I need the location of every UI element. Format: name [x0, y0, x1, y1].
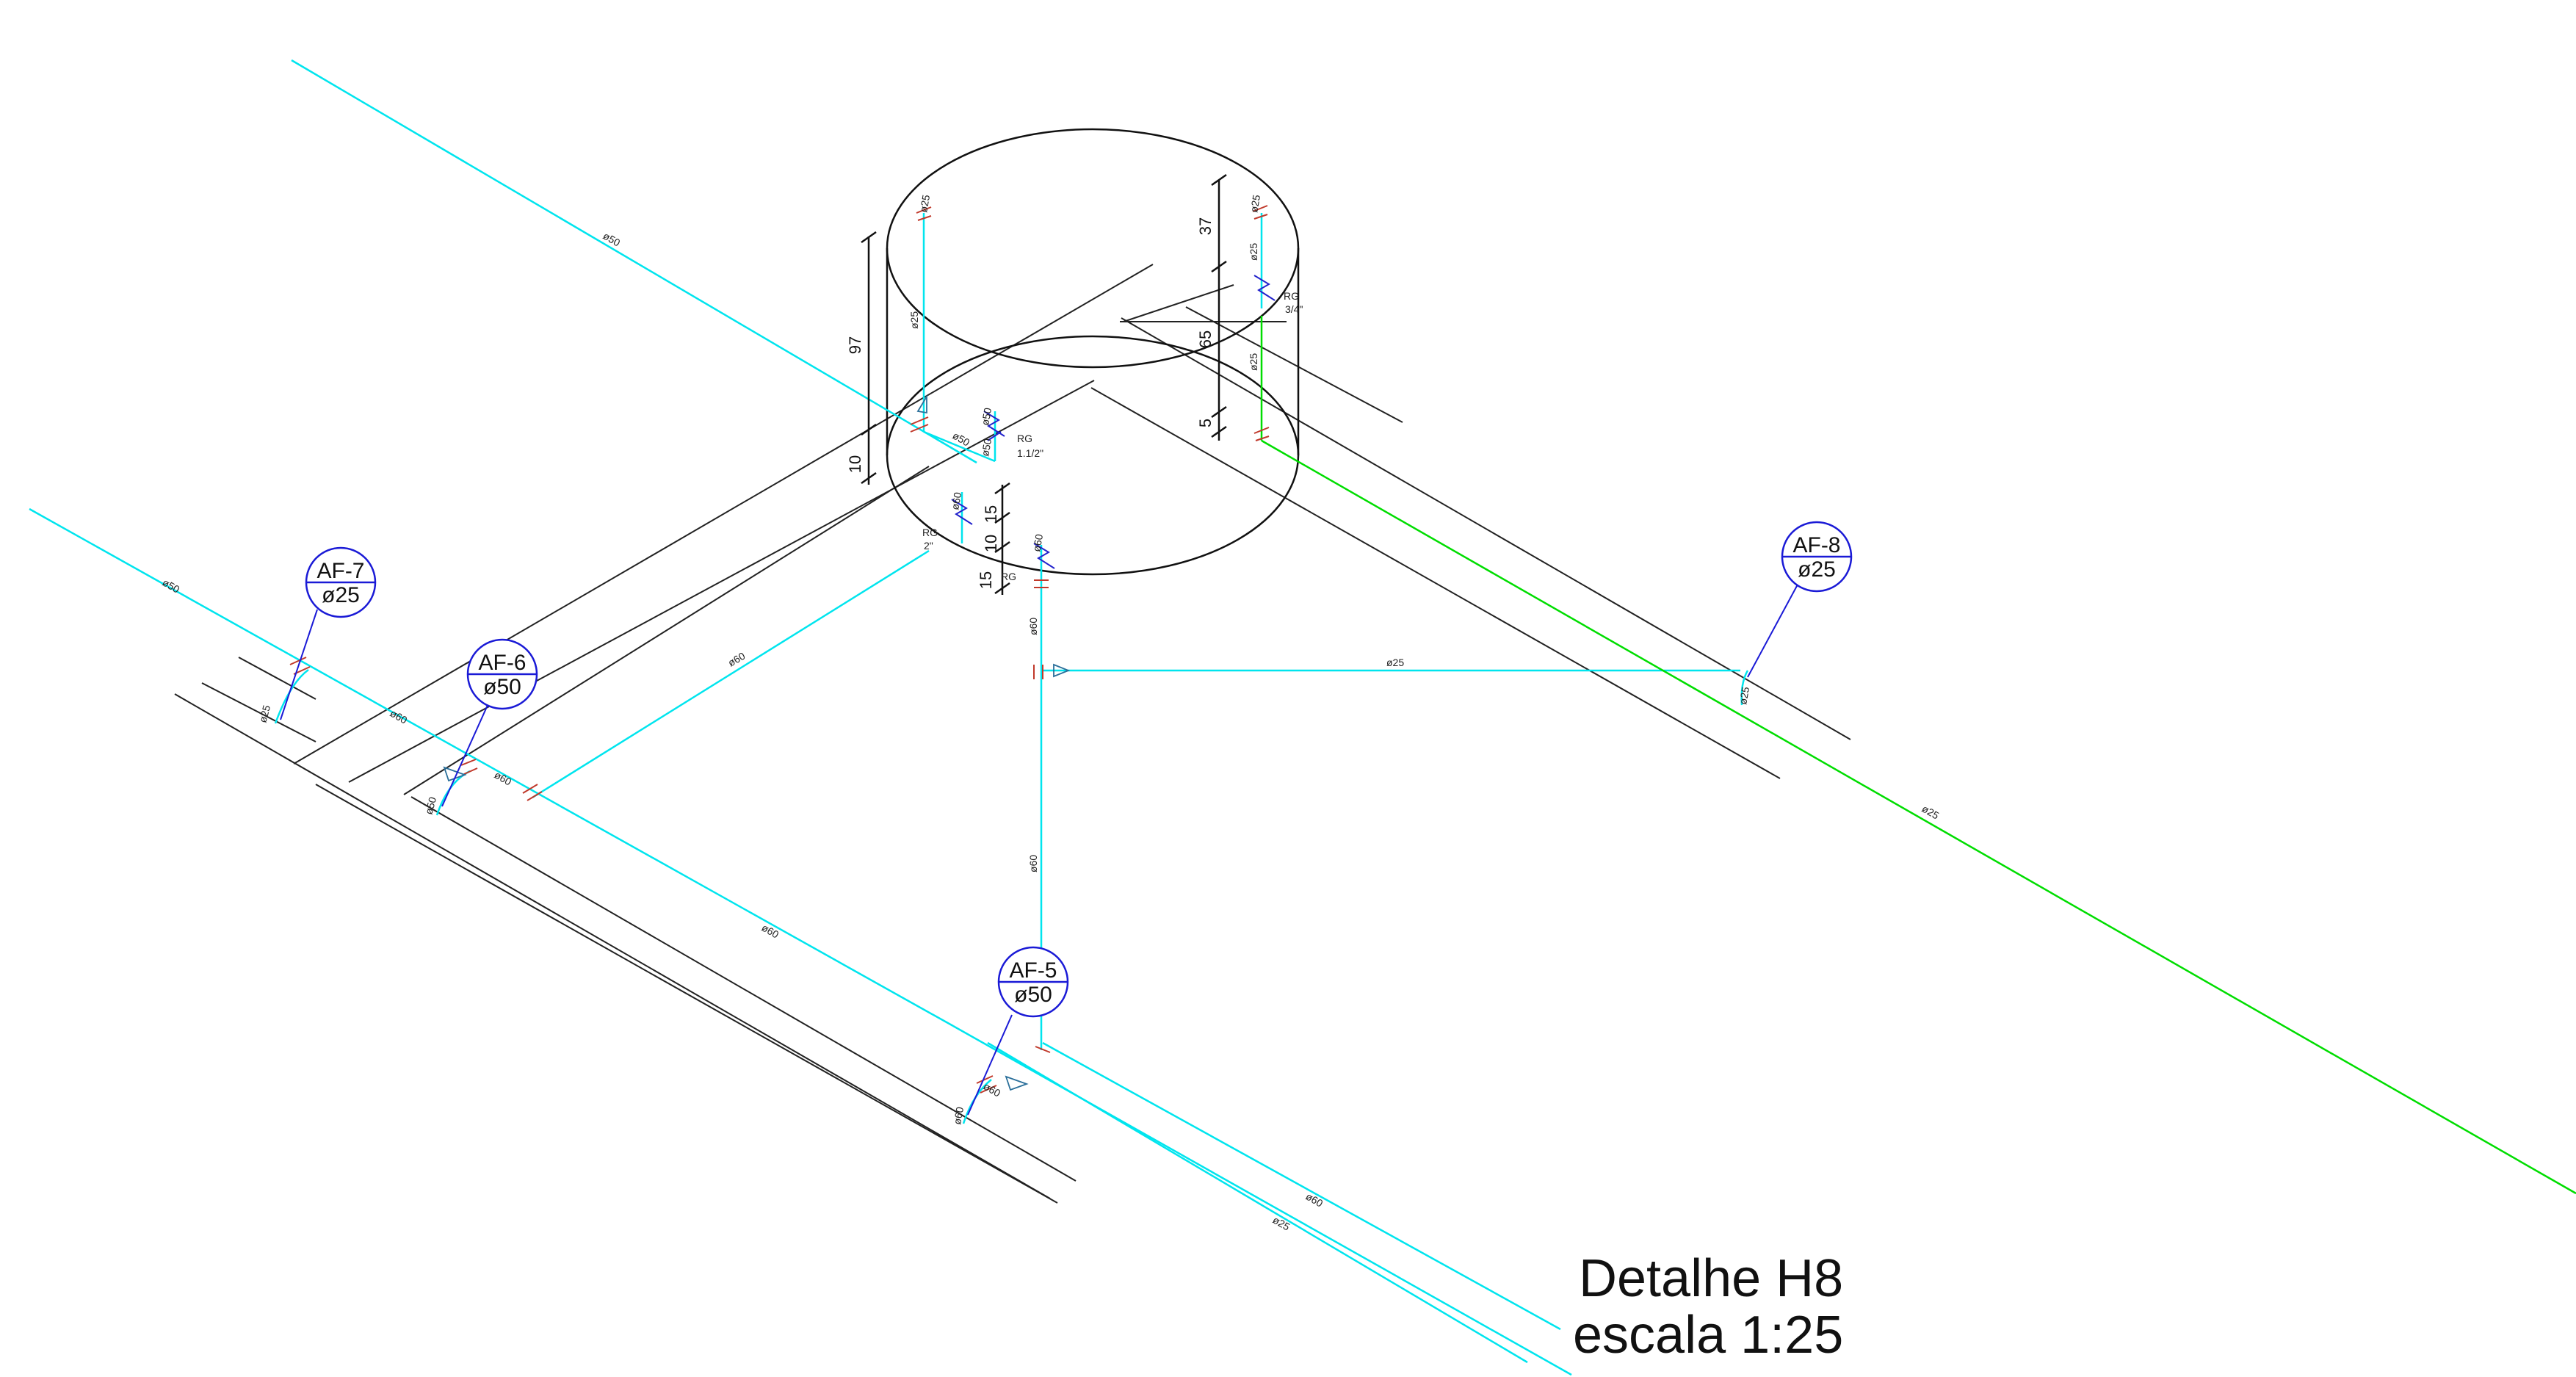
dim-65: 65 [1196, 330, 1215, 348]
dim-15-top: 15 [982, 505, 1000, 523]
tag-af7-id: AF-7 [316, 559, 364, 583]
fitting-vertical-top [1034, 579, 1049, 588]
fitting-marks-red [289, 205, 1270, 1094]
label-af8-drop: ø25 [1737, 686, 1751, 706]
valve-bottom [1033, 543, 1055, 569]
label-horizontal-af8: ø25 [1386, 657, 1404, 668]
label-af5-drop: ø60 [951, 1106, 966, 1126]
detail-title-scale: escala 1:25 [1573, 1306, 1843, 1365]
tag-af5-diameter: ø50 [1014, 983, 1052, 1007]
arrow-tank-left [916, 394, 927, 414]
pipe-left-main [29, 507, 954, 1027]
rg-bottom-label: RG [1001, 571, 1016, 582]
dim-10-left: 10 [846, 455, 864, 473]
pipe-green-main [1261, 439, 2576, 1195]
fitting-tee-af8 [1033, 665, 1043, 679]
tag-af6: AF-6 ø50 [466, 638, 538, 710]
label-tank-right-low: ø25 [1248, 353, 1259, 371]
label-tank-left-top: ø25 [917, 194, 932, 214]
pipe-af8-drop [1740, 670, 1749, 706]
label-tank-right-mid: ø25 [1248, 243, 1259, 261]
rg-center-label: RG [1017, 433, 1032, 444]
fitting-tank-right-bottom [1253, 427, 1270, 441]
valve-right [1253, 275, 1276, 301]
label-outlet-a: ø60 [949, 491, 963, 511]
water-tank [886, 128, 1300, 576]
dim-37: 37 [1196, 217, 1215, 235]
dim-10-mid: 10 [982, 535, 1000, 552]
tank-bottom-front [886, 455, 1300, 576]
label-tank-right-top: ø25 [1248, 194, 1262, 214]
dim-5: 5 [1196, 419, 1215, 427]
arrow-af6 [443, 766, 467, 782]
rg-right-label: RG [1284, 290, 1299, 302]
valve-center [983, 411, 1005, 441]
fitting-af6-branch [522, 784, 543, 801]
tag-leaders [280, 584, 1798, 1116]
tag-af5: AF-5 ø50 [997, 946, 1069, 1018]
rg-right-size: 3/4" [1285, 303, 1303, 315]
cold-water-pipes [29, 59, 1749, 1376]
flow-arrows [443, 394, 1071, 1091]
pipe-lower-main-c [1042, 1041, 1561, 1331]
tag-af7-diameter: ø25 [322, 583, 360, 607]
tag-af8: AF-8 ø25 [1781, 521, 1853, 593]
dimension-values: 97 10 37 65 5 15 10 15 [846, 217, 1215, 589]
tag-af8-diameter: ø25 [1798, 557, 1836, 582]
fitting-tank-left-bottom [910, 416, 929, 433]
valve-left [951, 499, 973, 525]
detail-title: Detalhe H8 escala 1:25 [1573, 1249, 1843, 1365]
pipe-tank-left-connector [923, 430, 996, 463]
label-af7-drop: ø25 [256, 704, 272, 724]
slab-edge-lines [174, 264, 1851, 1204]
fitting-labels: RG 1.1/2" RG 2" RG 3/4" RG [922, 290, 1303, 582]
tag-af6-id: AF-6 [478, 651, 526, 675]
label-tank-center-b: ø50 [979, 438, 994, 458]
tag-af6-diameter: ø50 [483, 675, 521, 699]
tag-af8-id: AF-8 [1792, 533, 1840, 557]
label-vertical-1: ø60 [1027, 618, 1039, 635]
pipe-diagonal-to-tank [532, 549, 930, 799]
pipe-lower-main-b [987, 1041, 1528, 1364]
label-tank-center-a: ø50 [979, 407, 994, 427]
arrow-af5 [1005, 1075, 1029, 1091]
fitting-af5 [976, 1075, 997, 1094]
fitting-vertical-bottom [1035, 1046, 1051, 1053]
arrow-af8-branch [1053, 663, 1071, 678]
detail-title-name: Detalhe H8 [1579, 1249, 1843, 1308]
rg-center-size: 1.1/2" [1017, 447, 1043, 459]
dimension-lines [861, 173, 1227, 595]
pipe-top-left-main [291, 59, 977, 464]
tank-bottom-back [886, 335, 1300, 456]
dim-15-bottom: 15 [977, 571, 995, 589]
fitting-af6 [460, 759, 478, 775]
label-af6-drop: ø50 [422, 795, 438, 816]
dim-97: 97 [846, 336, 864, 354]
fitting-tank-left-top [916, 206, 932, 221]
fitting-tank-right-top [1252, 205, 1268, 220]
green-pipe [1260, 316, 2576, 1195]
fitting-marks-blue [951, 275, 1276, 569]
rg-left-size: 2" [924, 540, 933, 552]
label-tank-left-mid: ø25 [908, 311, 920, 329]
label-vertical-2: ø60 [1027, 855, 1039, 872]
tag-af7: AF-7 ø25 [305, 546, 377, 618]
label-outlet-b: ø60 [1030, 533, 1045, 553]
rg-left-label: RG [922, 527, 938, 538]
tag-af5-id: AF-5 [1009, 958, 1057, 983]
